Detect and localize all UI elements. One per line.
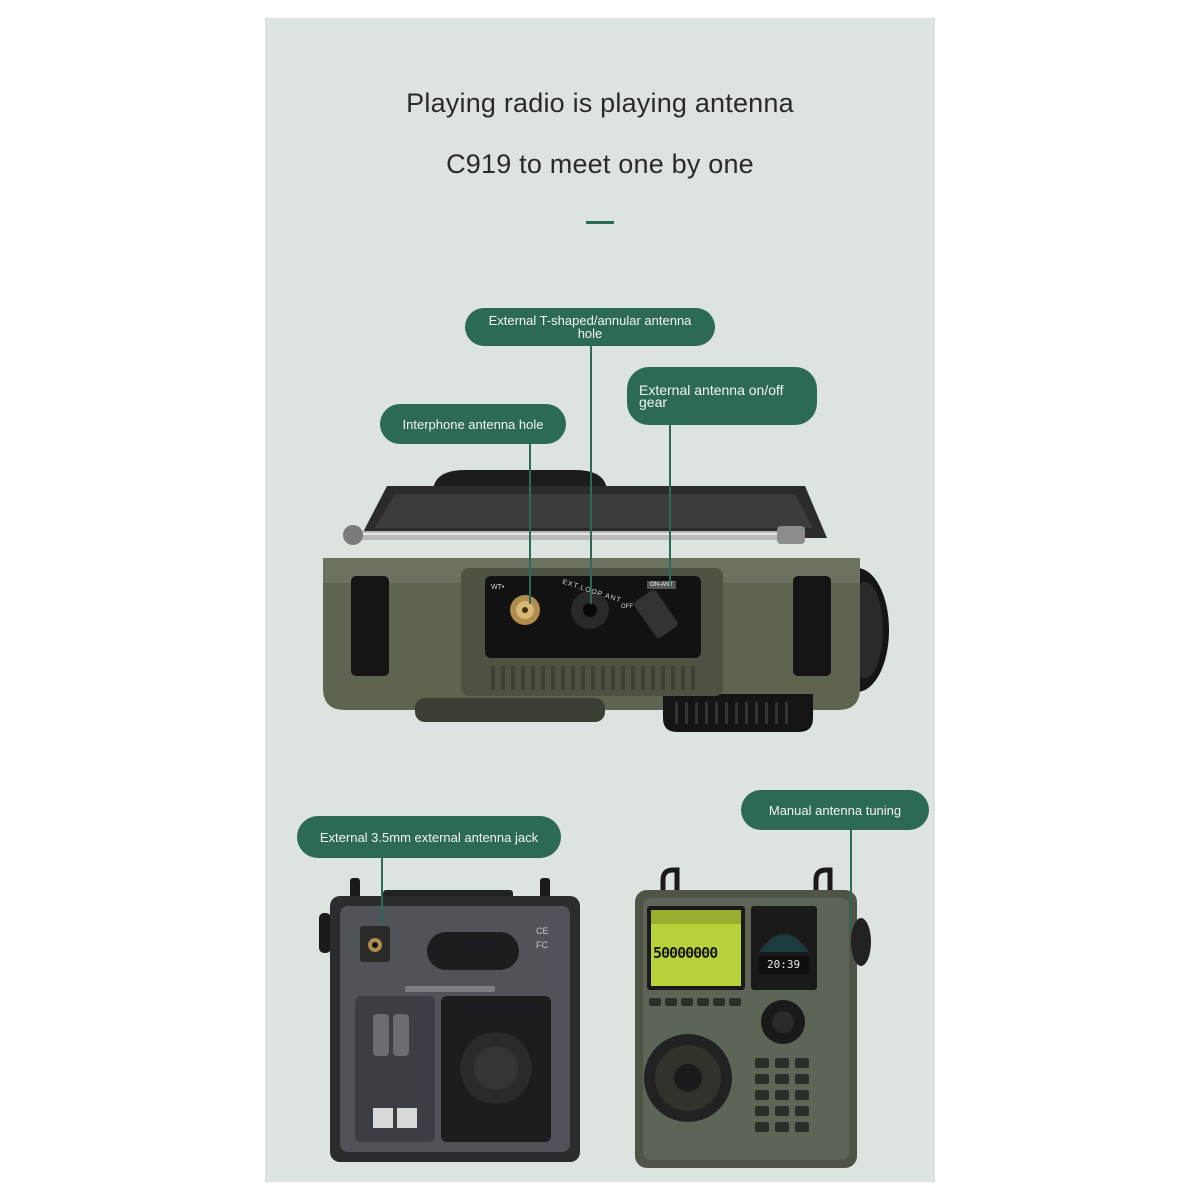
callout-3-5mm-antenna-jack: External 3.5mm external antenna jack (297, 816, 561, 858)
product-panel: Playing radio is playing antenna C919 to… (265, 18, 935, 1182)
headline-line-2: C919 to meet one by one (446, 149, 754, 179)
accent-dash (586, 221, 614, 224)
wt-port-label: WT• (491, 584, 505, 591)
leader-onoff (669, 425, 671, 589)
leader-interphone (529, 444, 531, 604)
callout-antenna-onoff-gear: External antenna on/off gear (627, 367, 817, 425)
clock-readout: 20:39 (767, 958, 801, 971)
leader-3-5mm (381, 858, 383, 926)
callout-interphone-antenna-hole: Interphone antenna hole (380, 404, 566, 444)
radio-back-view-image (319, 878, 580, 1162)
callout-t-shaped-antenna-hole: External T-shaped/annular antenna hole (465, 308, 715, 346)
ce-mark: CE (536, 926, 549, 936)
on-ant-label: ON-ANT (647, 581, 676, 589)
leader-t-shaped (590, 346, 592, 604)
lcd-frequency-readout: 50000000 (653, 944, 718, 962)
radio-front-view-image (635, 867, 871, 1168)
leader-manual (850, 830, 852, 930)
off-label: OFF (621, 604, 633, 610)
callout-manual-antenna-tuning: Manual antenna tuning (741, 790, 929, 830)
fc-mark: FC (536, 940, 548, 950)
headline-line-1: Playing radio is playing antenna (406, 88, 794, 118)
